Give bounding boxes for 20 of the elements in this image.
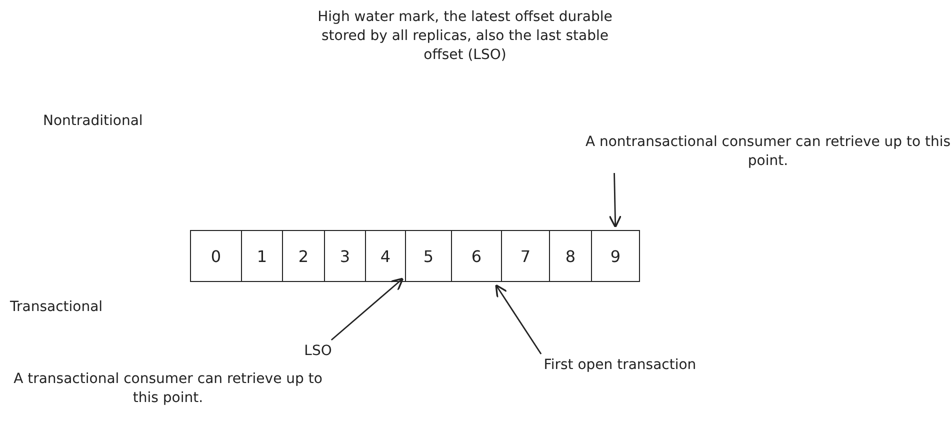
note-text: Transactional (10, 298, 104, 317)
annotation-text: LSO (296, 342, 340, 361)
arrow (608, 172, 622, 228)
offset-cell: 2 (283, 230, 325, 282)
offset-cell: 5 (406, 230, 452, 282)
offset-cell: 0 (190, 230, 242, 282)
note-text: High water mark, the latest offset durable stored by all replicas, also the last stable offset (LSO) (316, 8, 614, 65)
offset-cell: 6 (452, 230, 502, 282)
arrow (330, 278, 404, 341)
offset-cell: 1 (242, 230, 283, 282)
annotation-text: A nontransactional consumer can retrieve up to this point. (585, 133, 951, 171)
offset-cell: 7 (502, 230, 550, 282)
arrow (495, 284, 542, 354)
offset-cell: 4 (366, 230, 406, 282)
offset-cell: 8 (550, 230, 592, 282)
offset-cell: 9 (592, 230, 640, 282)
annotation-text: First open transaction (490, 356, 750, 375)
note-text: A transactional consumer can retrieve up to this point. (12, 370, 324, 408)
offset-cell: 3 (325, 230, 366, 282)
note-text: Nontraditional (43, 112, 144, 131)
